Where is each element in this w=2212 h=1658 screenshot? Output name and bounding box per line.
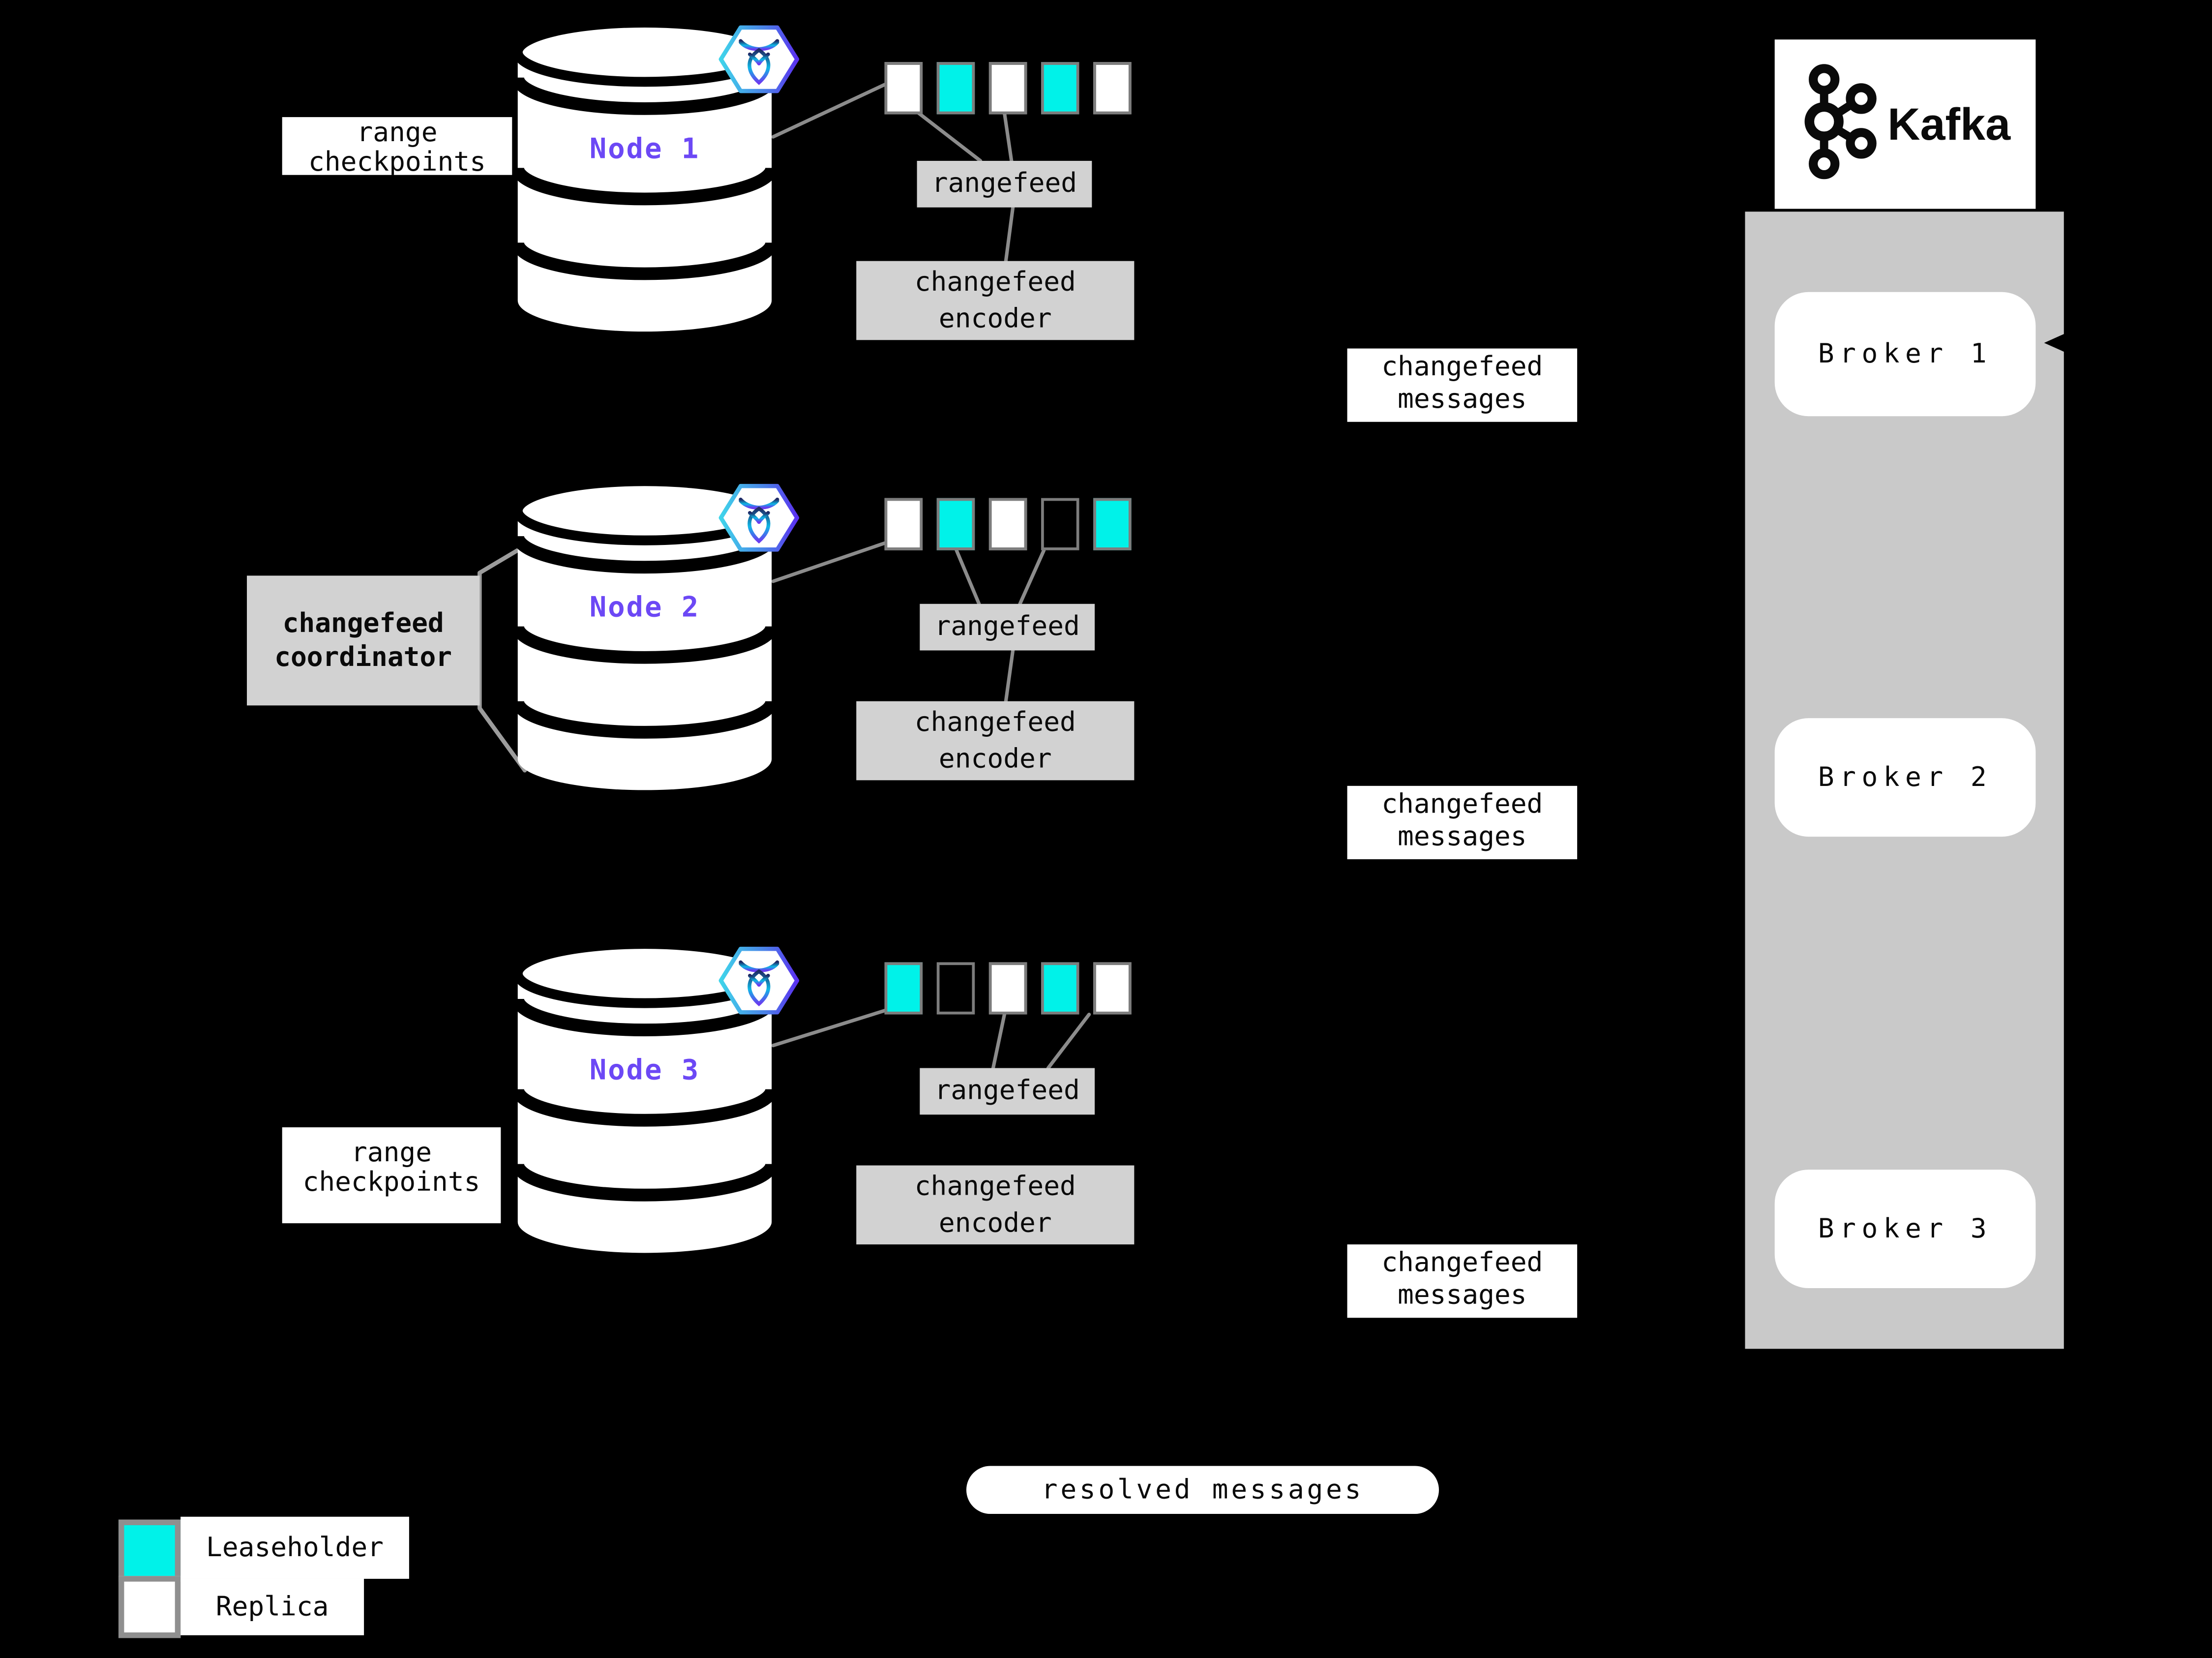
broker-pill: Broker 2 [1774,718,2036,837]
rangefeed-box: rangefeed [920,603,1095,651]
broker-pill: Broker 1 [1774,292,2036,417]
range-cell [884,498,923,550]
legend-swatch-leaseholder [118,1519,181,1582]
legend-label: Replica [180,1578,364,1635]
rangefeed-box: rangefeed [917,161,1092,208]
range-cell [884,962,923,1015]
broker-pill: Broker 3 [1774,1170,2036,1289]
changefeed-coordinator-label: changefeed coordinator [247,575,480,706]
range-cell [1093,962,1132,1015]
range-checkpoints-label: range checkpoints [282,1127,501,1224]
range-cell [936,498,975,550]
cockroachdb-hexagon-icon [718,25,800,93]
cockroachdb-hexagon-icon [718,483,800,552]
range-cell [988,62,1027,115]
changefeed-encoder-box: changefeed encoder [856,1165,1135,1245]
range-checkpoints-label: range checkpoints [282,117,512,175]
changefeed-encoder-box: changefeed encoder [856,261,1135,340]
range-cell [1093,498,1132,550]
connector-line [771,83,1091,1070]
node-label: Node 3 [589,1052,700,1086]
cockroachdb-hexagon-icon [718,946,800,1015]
coordinator-pointer [478,543,527,773]
range-cell [1093,62,1132,115]
changefeed-messages-label: changefeed messages [1347,1244,1578,1318]
arrowhead-icon [2044,331,2071,355]
kafka-wordmark: Kafka [1887,98,2011,150]
changefeed-encoder-box: changefeed encoder [856,701,1135,781]
node-label: Node 2 [589,590,700,624]
legend-label: Leaseholder [180,1516,409,1579]
database-cylinder-icon [515,480,775,790]
range-cell [936,962,975,1015]
rangefeed-box: rangefeed [920,1068,1095,1115]
range-cell [936,62,975,115]
resolved-messages-pill: resolved messages [966,1466,1439,1514]
range-cell [1041,498,1079,550]
kafka-panel: Kafka [1774,39,2036,209]
kafka-logo-icon [1804,64,1877,180]
changefeed-messages-label: changefeed messages [1347,785,1578,859]
range-cell [988,498,1027,550]
range-cell [1041,62,1079,115]
legend-swatch-replica [118,1576,181,1638]
changefeed-messages-label: changefeed messages [1347,348,1578,422]
node-label: Node 1 [589,131,700,165]
range-cell [884,62,923,115]
range-cell [1041,962,1079,1015]
database-cylinder-icon [515,942,775,1253]
range-cell [988,962,1027,1015]
